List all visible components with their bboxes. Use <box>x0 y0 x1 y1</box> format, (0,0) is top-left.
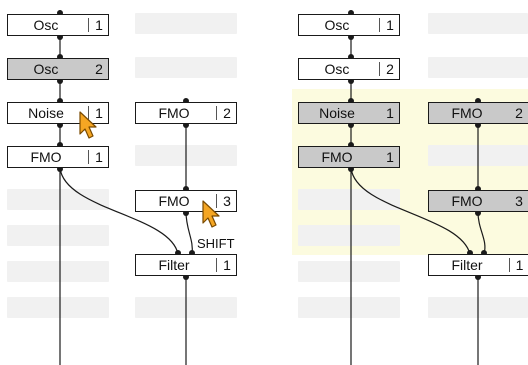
empty-slot[interactable] <box>135 13 237 34</box>
module-number: 1 <box>95 105 103 121</box>
module-filter-1[interactable]: Filter 1 <box>428 254 528 276</box>
empty-slot[interactable] <box>298 297 400 318</box>
module-number: 1 <box>223 257 231 273</box>
module-number: 1 <box>515 257 524 273</box>
module-name: Noise <box>319 105 355 121</box>
module-divider <box>216 194 217 208</box>
empty-slot[interactable] <box>7 189 109 210</box>
module-osc-2[interactable]: Osc 2 <box>298 58 400 80</box>
module-number: 2 <box>386 61 394 77</box>
module-name: Osc <box>33 17 59 33</box>
module-name: FMO <box>158 105 190 121</box>
module-fmo-1[interactable]: FMO 1 <box>298 146 400 168</box>
module-number: 2 <box>223 105 231 121</box>
module-fmo-3[interactable]: FMO 3 <box>428 190 528 212</box>
empty-slot[interactable] <box>7 261 109 282</box>
module-fmo-3[interactable]: FMO 3 <box>135 190 237 212</box>
module-divider <box>88 18 89 32</box>
module-name: Osc <box>33 61 59 77</box>
module-number: 1 <box>95 17 103 33</box>
module-number: 1 <box>95 149 103 165</box>
module-name: FMO <box>30 149 62 165</box>
module-name: Filter <box>158 257 190 273</box>
empty-slot[interactable] <box>298 261 400 282</box>
module-name: Osc <box>324 61 350 77</box>
module-divider <box>216 258 217 272</box>
module-name: Filter <box>451 257 483 273</box>
empty-slot[interactable] <box>428 57 528 78</box>
mouse-pointer-icon <box>202 200 220 228</box>
module-name: Noise <box>28 105 64 121</box>
empty-slot[interactable] <box>298 225 400 246</box>
module-divider <box>216 106 217 120</box>
module-number: 3 <box>515 193 523 209</box>
empty-slot[interactable] <box>135 57 237 78</box>
module-divider <box>509 258 510 272</box>
module-divider <box>88 150 89 164</box>
module-divider <box>88 106 89 120</box>
module-name: FMO <box>451 105 483 121</box>
module-name: Osc <box>324 17 350 33</box>
empty-slot[interactable] <box>428 13 528 34</box>
module-fmo-2[interactable]: FMO 2 <box>135 102 237 124</box>
module-noise-1[interactable]: Noise 1 <box>298 102 400 124</box>
module-number: 1 <box>386 149 394 165</box>
module-number: 1 <box>386 105 394 121</box>
module-number: 2 <box>95 61 103 77</box>
patch-cable <box>59 167 179 255</box>
module-name: FMO <box>321 149 353 165</box>
module-fmo-2[interactable]: FMO 2 <box>428 102 528 124</box>
module-osc-1[interactable]: Osc 1 <box>298 14 400 36</box>
module-name: FMO <box>158 193 190 209</box>
module-number: 2 <box>515 105 523 121</box>
patch-cable <box>350 167 471 255</box>
empty-slot[interactable] <box>7 297 109 318</box>
module-divider <box>379 18 380 32</box>
module-number: 3 <box>223 193 231 209</box>
mouse-pointer-icon <box>79 111 97 139</box>
module-fmo-1[interactable]: FMO 1 <box>7 146 109 168</box>
empty-slot[interactable] <box>7 225 109 246</box>
module-name: FMO <box>451 193 483 209</box>
patch-cable <box>185 211 193 255</box>
module-osc-2[interactable]: Osc 2 <box>7 58 109 80</box>
module-divider <box>379 62 380 76</box>
module-filter-1[interactable]: Filter 1 <box>135 254 237 276</box>
empty-slot[interactable] <box>298 189 400 210</box>
patch-cable <box>477 211 486 255</box>
modifier-key-label: SHIFT <box>197 236 235 251</box>
module-osc-1[interactable]: Osc 1 <box>7 14 109 36</box>
module-number: 1 <box>386 17 394 33</box>
